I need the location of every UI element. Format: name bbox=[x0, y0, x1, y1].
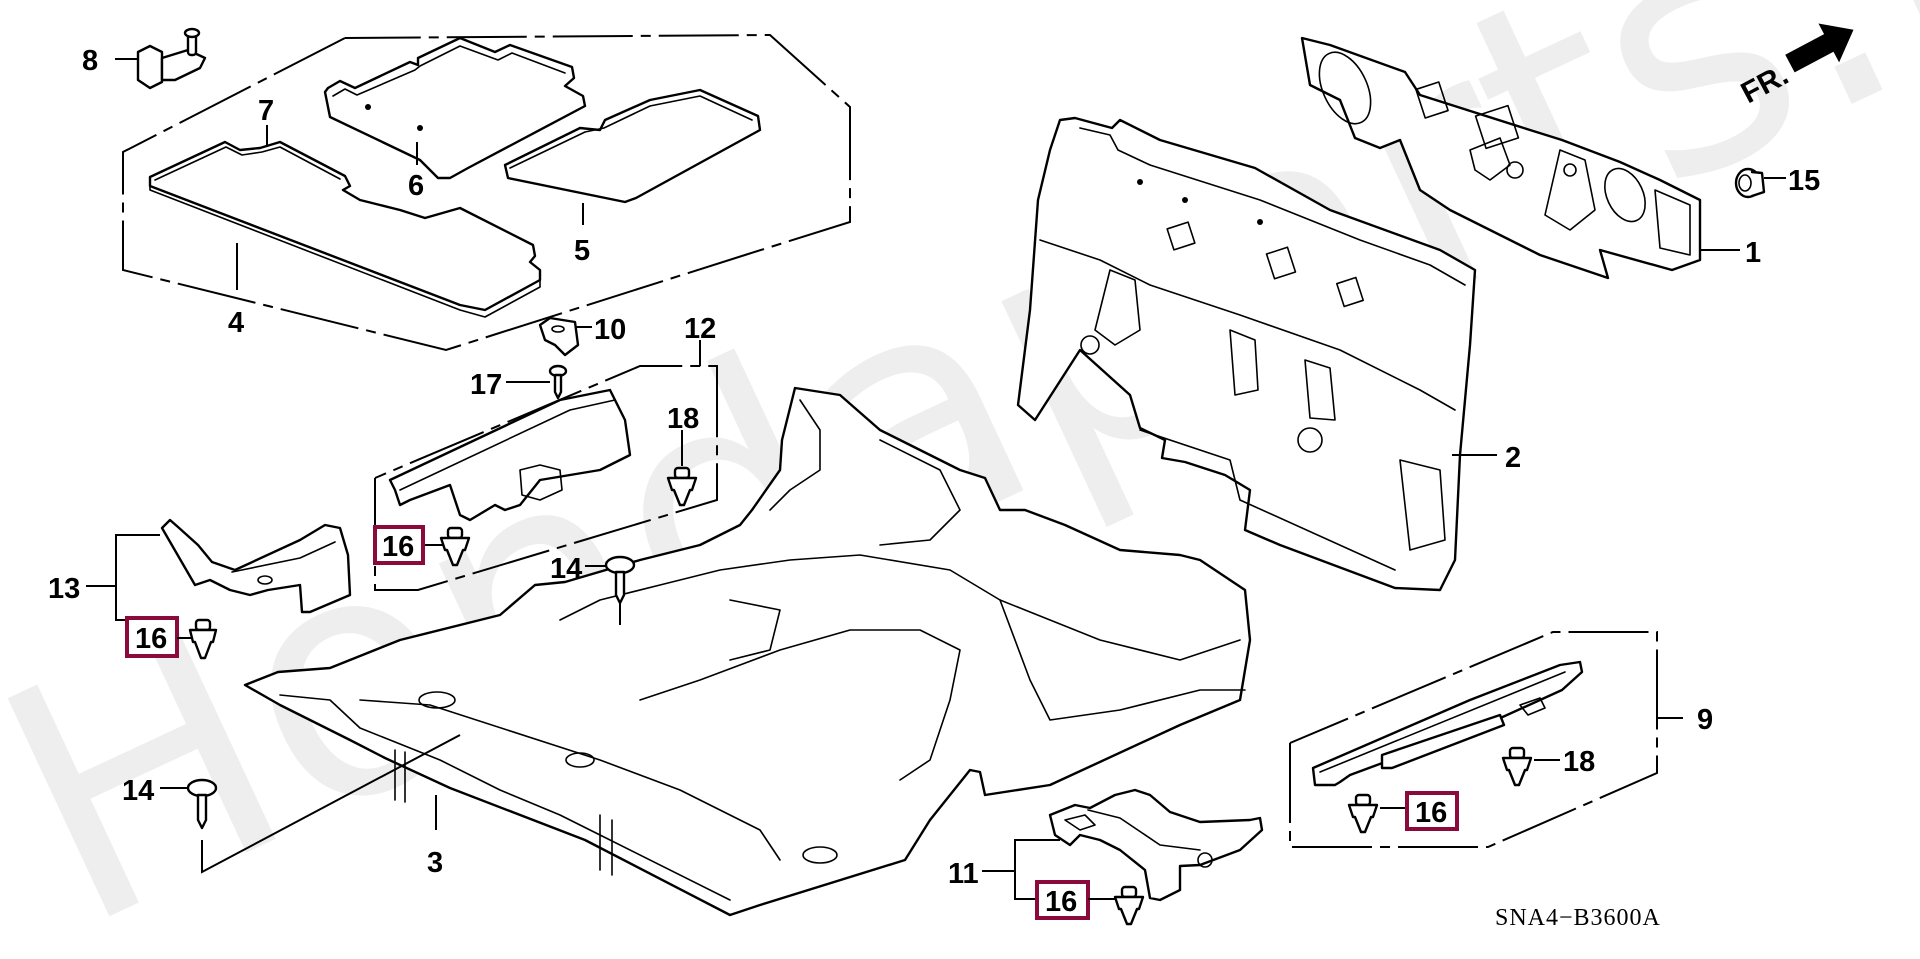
callout-16b-box[interactable] bbox=[125, 616, 179, 658]
part-8-mat-hook[interactable] bbox=[136, 27, 207, 90]
callout-16d-box[interactable] bbox=[1035, 880, 1090, 920]
callout-5[interactable]: 5 bbox=[574, 235, 590, 267]
part-11-right-rear-floor-trim[interactable] bbox=[1048, 788, 1264, 902]
part-18-garnish-clip-b[interactable] bbox=[1501, 746, 1533, 787]
callout-9[interactable]: 9 bbox=[1697, 704, 1713, 736]
part-2-dashboard-insulator-inner[interactable] bbox=[1016, 116, 1477, 592]
callout-16d[interactable]: 16 bbox=[1045, 886, 1077, 918]
callout-15[interactable]: 15 bbox=[1788, 165, 1820, 197]
part-5-front-mat-passenger[interactable] bbox=[503, 88, 762, 204]
part-1-dashboard-insulator-outer[interactable] bbox=[1300, 36, 1702, 280]
part-12-left-sill-trim[interactable] bbox=[388, 388, 632, 522]
callout-18b[interactable]: 18 bbox=[1563, 746, 1595, 778]
part-4-rear-floor-mat[interactable] bbox=[148, 140, 542, 318]
group-13-bracket bbox=[115, 534, 160, 621]
callout-7[interactable]: 7 bbox=[258, 95, 274, 127]
callout-16c-box[interactable] bbox=[1405, 791, 1459, 831]
callout-17[interactable]: 17 bbox=[470, 369, 502, 401]
part-6-front-mat-driver[interactable] bbox=[323, 36, 587, 180]
part-9-right-sill-trim[interactable] bbox=[1311, 660, 1584, 787]
callout-2[interactable]: 2 bbox=[1505, 442, 1521, 474]
callout-16c[interactable]: 16 bbox=[1415, 797, 1447, 829]
callout-16a-box[interactable] bbox=[373, 525, 425, 565]
callout-14b[interactable]: 14 bbox=[122, 775, 154, 807]
group-11-bracket bbox=[1014, 839, 1060, 900]
callout-18a[interactable]: 18 bbox=[667, 403, 699, 435]
callout-10[interactable]: 10 bbox=[594, 314, 626, 346]
callout-1[interactable]: 1 bbox=[1745, 237, 1761, 269]
part-3-floor-carpet[interactable] bbox=[243, 386, 1252, 917]
callout-16a[interactable]: 16 bbox=[382, 531, 414, 563]
callout-8[interactable]: 8 bbox=[82, 45, 98, 77]
callout-13[interactable]: 13 bbox=[48, 573, 80, 605]
part-10-mat-hook-bracket[interactable] bbox=[538, 316, 580, 357]
arrow-right-icon bbox=[1785, 23, 1854, 73]
part-13-left-rear-floor-trim[interactable] bbox=[160, 518, 352, 614]
callout-3[interactable]: 3 bbox=[427, 847, 443, 879]
part-15-insulator-nut[interactable] bbox=[1734, 167, 1766, 199]
group-12-outline bbox=[374, 365, 718, 591]
mat-set-group-outline bbox=[122, 33, 851, 352]
callout-14a[interactable]: 14 bbox=[550, 553, 582, 585]
part-17-tapping-screw[interactable] bbox=[548, 364, 568, 400]
part-16-trim-clip-b[interactable] bbox=[188, 618, 218, 660]
part-16-trim-clip-c[interactable] bbox=[1347, 793, 1379, 834]
callout-12[interactable]: 12 bbox=[684, 313, 716, 345]
callout-11[interactable]: 11 bbox=[948, 858, 979, 890]
callout-16b[interactable]: 16 bbox=[135, 623, 167, 655]
callout-6[interactable]: 6 bbox=[408, 170, 424, 202]
part-16-trim-clip-a[interactable] bbox=[439, 526, 471, 567]
leader-14b-target bbox=[201, 734, 461, 874]
part-18-garnish-clip-a[interactable] bbox=[666, 466, 698, 507]
diagram-code: SNA4−B3600A bbox=[1495, 905, 1661, 931]
group-9-outline bbox=[1289, 631, 1658, 848]
part-16-trim-clip-d[interactable] bbox=[1113, 885, 1145, 926]
callout-4[interactable]: 4 bbox=[228, 307, 244, 339]
